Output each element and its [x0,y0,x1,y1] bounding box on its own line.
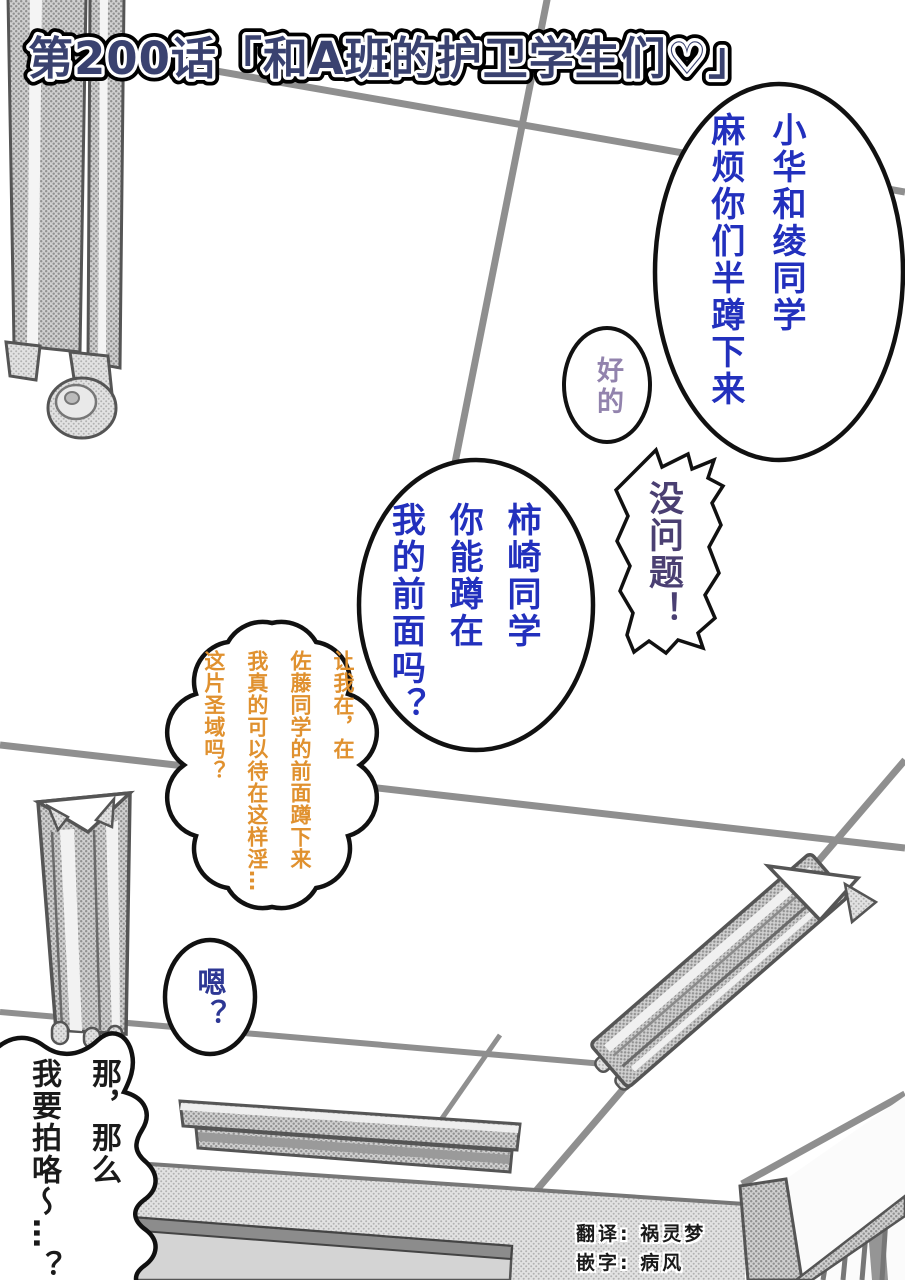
speech-line: 你能蹲在 [443,502,484,650]
speech-line: 我真的可以待在这样淫… [244,650,269,892]
speech-line: 没问题！ [643,480,683,628]
speech-line: 那，那么 [86,1058,121,1186]
blackboard [86,1212,514,1280]
thought-text: 让我在，在 佐藤同学的前面蹲下来 我真的可以待在这样淫… 这片圣域吗？ [192,650,364,905]
right-ceiling-light [590,852,879,1091]
chapter-title-outline: 第200话「和A班的护卫学生们♡」 [28,32,754,85]
caster-wheel [46,376,118,440]
speech-line: 好的 [592,356,623,418]
speech-text-photo: 那，那么 我要拍咯～…？ [13,1058,133,1280]
credit-translator: 翻译: 祸灵梦 [576,1223,707,1245]
speech-bubble-no-problem [613,446,726,656]
speech-line: 佐藤同学的前面蹲下来 [287,650,312,870]
speech-line: 我的前面吗？ [385,502,426,724]
speech-text-huh: 嗯？ [193,962,227,1036]
ceiling-wall-edge [740,1090,905,1188]
wall-pillar [738,1177,804,1280]
credits: 翻译: 祸灵梦 嵌字: 病风 [576,1220,706,1278]
speech-line: 嗯？ [193,967,227,1031]
speech-line: 让我在，在 [331,650,355,760]
speech-text-request: 小华和绫同学 麻烦你们半蹲下来 [640,112,816,462]
speech-bubble-huh [162,937,258,1057]
bottom-ceiling-light [178,1099,522,1174]
classroom-wall [59,1090,905,1280]
thought-bubble [164,619,380,911]
speech-line: 麻烦你们半蹲下来 [704,112,745,408]
left-ceiling-light [32,790,135,1050]
speech-bubble-kakizaki [356,457,596,753]
speech-line: 我要拍咯～…？ [26,1058,61,1280]
speech-text-no-problem: 没问题！ [643,480,683,640]
speech-text-ok: 好的 [592,348,623,426]
speech-line: 柿崎同学 [501,502,541,650]
chapter-title: 第200话「和A班的护卫学生们♡」 第200话「和A班的护卫学生们♡」 [22,25,760,92]
chapter-title-text: 第200话「和A班的护卫学生们♡」 [28,32,754,85]
speech-line: 这片圣域吗？ [201,650,226,782]
speech-bubble-request [652,81,905,463]
credit-typesetter: 嵌字: 病风 [576,1252,685,1274]
window-frame [793,1194,905,1280]
hanging-screen-pole [4,0,126,440]
speech-text-kakizaki: 柿崎同学 你能蹲在 我的前面吗？ [375,502,549,747]
speech-line: 小华和绫同学 [766,112,806,334]
speech-bubble-ok [562,326,652,444]
speech-bubble-photo [0,1031,158,1280]
